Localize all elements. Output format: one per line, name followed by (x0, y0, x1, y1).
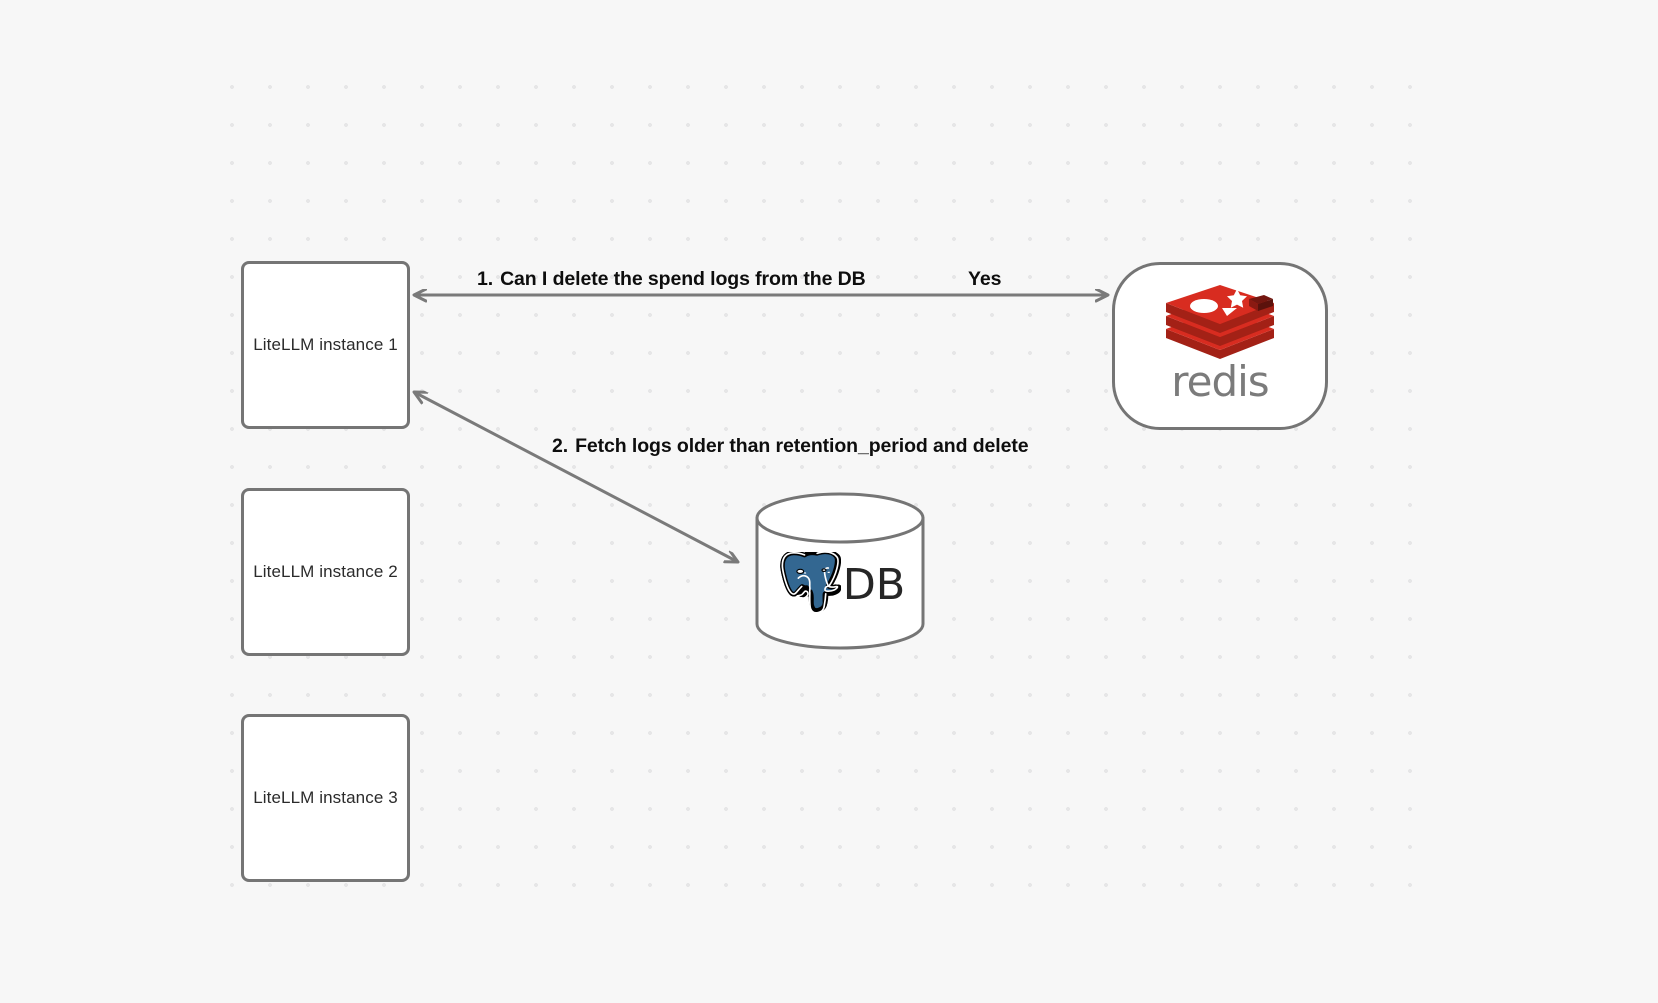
node-redis[interactable]: redis (1112, 262, 1328, 430)
node-litellm-instance-3[interactable]: LiteLLM instance 3 (241, 714, 410, 882)
edge-label-db-fetch: 2. Fetch logs older than retention_period… (552, 435, 1029, 458)
node-label-litellm-2: LiteLLM instance 2 (253, 562, 398, 581)
node-litellm-instance-2[interactable]: LiteLLM instance 2 (241, 488, 410, 656)
node-label-litellm-3: LiteLLM instance 3 (253, 788, 398, 807)
redis-wordmark: redis (1171, 357, 1269, 406)
edge-label-redis-request: 1. Can I delete the spend logs from the D… (477, 268, 866, 291)
edge-label-text-yes: Yes (968, 268, 1002, 290)
node-label-litellm-1: LiteLLM instance 1 (253, 335, 398, 354)
node-database[interactable]: DB (754, 492, 926, 650)
edge-label-text-1: Can I delete the spend logs from the DB (500, 268, 866, 290)
database-label: DB (842, 559, 906, 610)
edge-line-db (414, 392, 738, 562)
edge-label-text-2: Fetch logs older than retention_period a… (575, 435, 1029, 457)
edge-label-number-1: 1. (477, 268, 494, 290)
node-litellm-instance-1[interactable]: LiteLLM instance 1 (241, 261, 410, 429)
database-logo-group: DB (754, 506, 926, 664)
postgresql-elephant-icon (779, 552, 841, 614)
redis-logo-icon (1166, 285, 1274, 359)
edge-label-redis-reply: Yes (968, 268, 1001, 291)
cylinder-shape (755, 492, 925, 650)
edge-label-number-2: 2. (552, 435, 569, 457)
redis-logo-group: redis (1161, 285, 1279, 403)
